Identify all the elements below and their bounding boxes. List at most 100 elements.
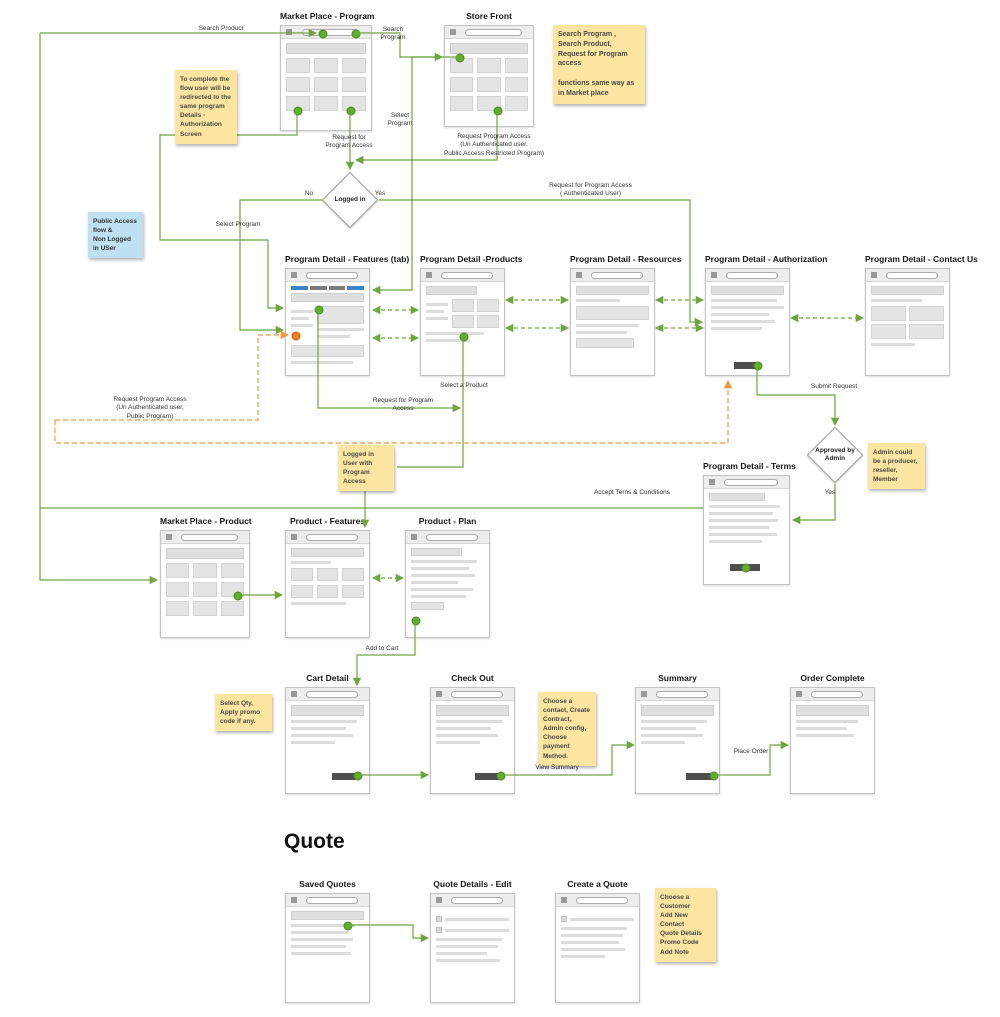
decision-label: Approved by Admin bbox=[815, 447, 855, 462]
wireframe bbox=[444, 25, 534, 127]
search-bar bbox=[885, 271, 939, 279]
search-bar bbox=[450, 896, 504, 904]
screen-cart-detail[interactable]: Cart Detail bbox=[285, 672, 370, 794]
placeholder-box bbox=[291, 568, 313, 581]
screen-check-out[interactable]: Check Out bbox=[430, 672, 515, 794]
wireframe-body bbox=[571, 282, 654, 375]
placeholder-line bbox=[316, 335, 350, 338]
screen-product-features[interactable]: Product - Features bbox=[285, 515, 370, 638]
placeholder-box bbox=[342, 77, 366, 92]
wireframe-header bbox=[706, 269, 789, 282]
wireframe-header bbox=[556, 894, 639, 907]
screen-title: Program Detail - Resources bbox=[570, 254, 682, 264]
wireframe-header bbox=[431, 894, 514, 907]
decision-logged-in[interactable]: Logged in bbox=[321, 171, 379, 229]
placeholder-line bbox=[436, 952, 488, 955]
banner-placeholder bbox=[709, 493, 766, 501]
sticky-note-choose-contact[interactable]: Choose a contact, Create Contract, Admin… bbox=[538, 692, 596, 766]
sticky-note-logged-in-user[interactable]: Logged in User with Program Access bbox=[338, 445, 394, 492]
screen-market-place-program[interactable]: Market Place - Program bbox=[280, 10, 375, 131]
banner-placeholder bbox=[576, 286, 649, 295]
screen-title: Cart Detail bbox=[306, 673, 349, 683]
screen-program-detail-resources[interactable]: Program Detail - Resources bbox=[570, 253, 682, 376]
sticky-note-search-functions[interactable]: Search Program , Search Product, Request… bbox=[553, 25, 645, 104]
form-row bbox=[436, 927, 509, 933]
placeholder-line bbox=[711, 299, 777, 302]
screen-program-detail-features[interactable]: Program Detail - Features (tab) bbox=[285, 253, 409, 376]
pay-button-placeholder bbox=[475, 773, 501, 780]
screen-program-detail-contact-us[interactable]: Program Detail - Contact Us bbox=[865, 253, 978, 376]
screen-program-detail-products[interactable]: Program Detail -Products bbox=[420, 253, 523, 376]
sticky-note-redirect[interactable]: To complete the flow user will be redire… bbox=[175, 70, 237, 144]
search-bar bbox=[725, 271, 779, 279]
placeholder-box bbox=[342, 585, 364, 598]
banner-placeholder bbox=[291, 548, 364, 557]
placeholder-line bbox=[426, 303, 448, 306]
screen-saved-quotes[interactable]: Saved Quotes bbox=[285, 878, 370, 1003]
placeholder-line bbox=[709, 526, 769, 529]
feature-grid bbox=[291, 568, 364, 598]
placeholder-line bbox=[316, 328, 364, 331]
banner-placeholder bbox=[871, 286, 944, 295]
flow-label-search-program: Search Program bbox=[380, 26, 406, 42]
placeholder-block bbox=[576, 338, 635, 348]
screen-program-detail-terms[interactable]: Program Detail - Terms bbox=[703, 460, 796, 585]
placeholder-box bbox=[166, 563, 190, 578]
screen-store-front[interactable]: Store Front bbox=[444, 10, 534, 127]
placeholder-line bbox=[426, 332, 485, 335]
avatar-icon bbox=[709, 479, 715, 485]
wireframe bbox=[865, 268, 950, 376]
screen-order-complete[interactable]: Order Complete bbox=[790, 672, 875, 794]
placeholder-line bbox=[436, 720, 502, 723]
placeholder-box bbox=[314, 96, 338, 111]
sticky-note-choose-customer[interactable]: Choose a Customer Add New Contact Quote … bbox=[655, 888, 716, 962]
screen-product-plan[interactable]: Product - Plan bbox=[405, 515, 490, 638]
banner-placeholder bbox=[286, 43, 366, 54]
wireframe-header bbox=[791, 688, 874, 701]
wireframe-header bbox=[445, 26, 533, 39]
screen-create-a-quote[interactable]: Create a Quote bbox=[555, 878, 640, 1003]
placeholder-box bbox=[166, 582, 190, 597]
sticky-note-admin[interactable]: Admin could be a producer, reseller, Mem… bbox=[868, 443, 925, 490]
side-column bbox=[426, 299, 448, 328]
wireframe-header bbox=[286, 531, 369, 544]
placeholder-box bbox=[477, 58, 501, 73]
placeholder-line bbox=[576, 324, 639, 327]
avatar-icon bbox=[436, 897, 442, 903]
screen-title: Store Front bbox=[466, 11, 512, 21]
avatar-icon bbox=[871, 272, 877, 278]
decision-approved-by-admin[interactable]: Approved by Admin bbox=[806, 426, 864, 484]
placeholder-line bbox=[871, 299, 923, 302]
screen-title: Market Place - Program bbox=[280, 11, 375, 21]
placeholder-box bbox=[314, 77, 338, 92]
screen-summary[interactable]: Summary bbox=[635, 672, 720, 794]
banner-placeholder bbox=[450, 43, 528, 54]
wireframe-header bbox=[704, 476, 789, 489]
avatar-icon bbox=[291, 534, 297, 540]
avatar-icon bbox=[411, 534, 417, 540]
sticky-note-public-access[interactable]: Public Access flow & Non Logged in USer bbox=[88, 212, 143, 259]
sticky-note-select-qty[interactable]: Select Qty, Apply promo code if any. bbox=[215, 694, 272, 732]
placeholder-line bbox=[709, 519, 778, 522]
wireframe-body bbox=[431, 701, 514, 793]
avatar-icon bbox=[291, 691, 297, 697]
placeholder-line bbox=[291, 938, 354, 941]
wireframe-body bbox=[791, 701, 874, 793]
flow-label-request-access-authenticated: Request for Program Access ( Authenticat… bbox=[549, 182, 632, 198]
screen-program-detail-authorization[interactable]: Program Detail - Authorization bbox=[705, 253, 827, 376]
wireframe-header bbox=[286, 688, 369, 701]
placeholder-line bbox=[871, 343, 915, 346]
placeholder-line bbox=[291, 324, 313, 327]
interaction-dot bbox=[353, 771, 363, 781]
placeholder-line bbox=[411, 574, 476, 577]
tab bbox=[328, 286, 346, 290]
placeholder-line bbox=[411, 588, 474, 591]
screen-quote-details-edit[interactable]: Quote Details - Edit bbox=[430, 878, 515, 1003]
form-row bbox=[561, 916, 634, 922]
screen-title: Create a Quote bbox=[567, 879, 628, 889]
placeholder-line bbox=[411, 581, 459, 584]
placeholder-box bbox=[220, 563, 244, 578]
interaction-dot bbox=[411, 616, 421, 626]
flow-label-view-summary: View Summary bbox=[535, 764, 579, 771]
screen-market-place-product[interactable]: Market Place - Product bbox=[160, 515, 252, 638]
